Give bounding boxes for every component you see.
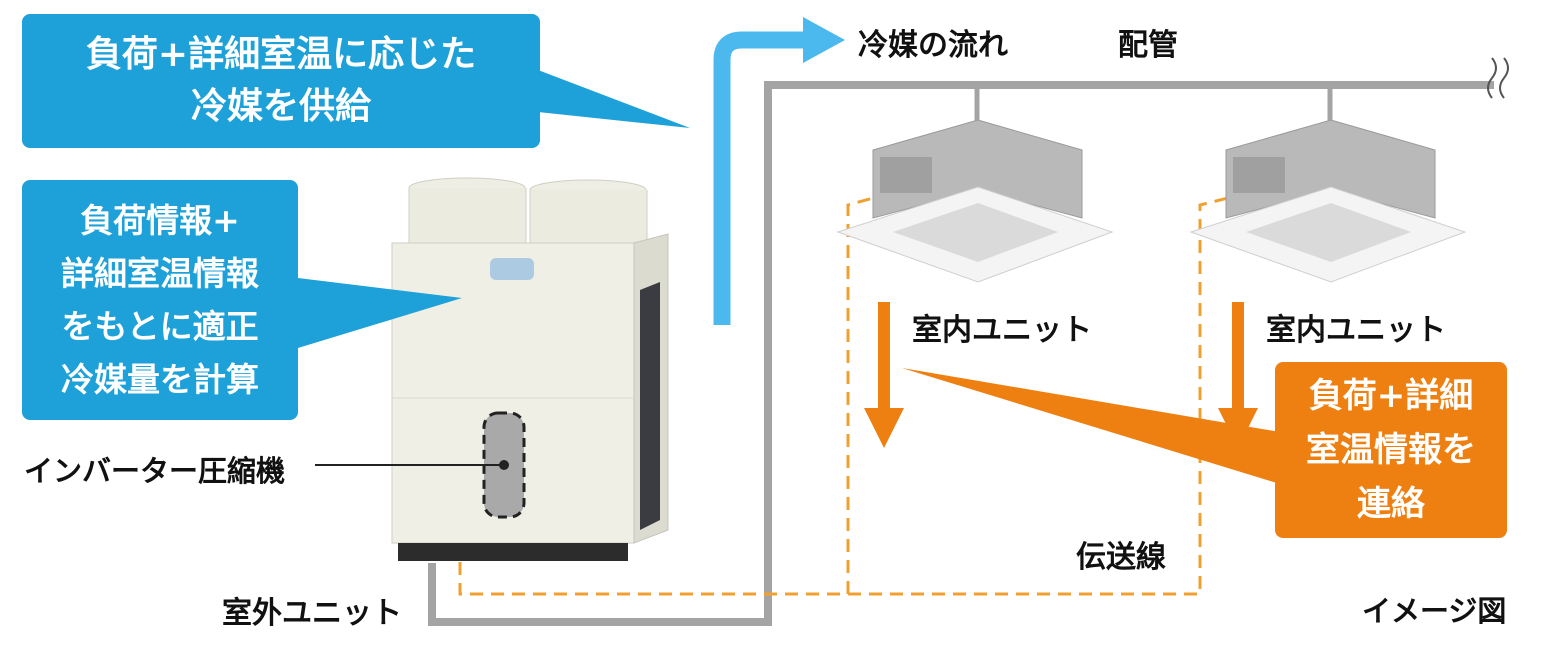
report-callout: 負荷+詳細 室温情報を 連絡 bbox=[1275, 362, 1507, 538]
indoor-unit-2-illustration bbox=[1189, 119, 1467, 283]
report-callout-line-1: 負荷+詳細 bbox=[1308, 376, 1474, 416]
calc-callout-line-2: 詳細室温情報 bbox=[61, 254, 259, 293]
refrigerant-pipe bbox=[428, 81, 1494, 626]
image-note-label: イメージ図 bbox=[1362, 594, 1507, 628]
transmission-line-label: 伝送線 bbox=[1076, 540, 1166, 575]
report-callout-tail bbox=[902, 368, 1280, 484]
supply-callout: 負荷+詳細室温に応じた 冷媒を供給 bbox=[22, 14, 540, 148]
calc-callout-tail bbox=[298, 278, 462, 348]
pipe-break-mark bbox=[1487, 57, 1509, 99]
calc-callout-line-4: 冷媒量を計算 bbox=[61, 360, 259, 399]
supply-callout-line-1: 負荷+詳細室温に応じた bbox=[85, 34, 477, 75]
supply-callout-tail bbox=[538, 70, 690, 128]
compressor-label: インバーター圧縮機 bbox=[24, 454, 286, 488]
piping-label: 配管 bbox=[1118, 28, 1178, 63]
calc-callout: 負荷情報+ 詳細室温情報 をもとに適正 冷媒量を計算 bbox=[22, 180, 298, 420]
indoor-unit-2-label: 室内ユニット bbox=[1266, 313, 1446, 348]
transmission-branch bbox=[846, 194, 881, 594]
refrigerant-flow-arrow bbox=[713, 17, 845, 325]
outdoor-unit-label: 室外ユニット bbox=[222, 596, 402, 631]
outdoor-unit-illustration bbox=[391, 177, 669, 561]
indoor-unit-1-label: 室内ユニット bbox=[912, 313, 1092, 348]
supply-callout-line-2: 冷媒を供給 bbox=[190, 86, 371, 127]
report-callout-line-3: 連絡 bbox=[1357, 484, 1425, 524]
calc-callout-line-1: 負荷情報+ bbox=[80, 201, 240, 240]
indoor-flow-arrow-1 bbox=[864, 302, 904, 448]
indoor-unit-1-illustration bbox=[836, 119, 1114, 283]
transmission-line bbox=[458, 196, 1229, 596]
calc-callout-line-3: をもとに適正 bbox=[61, 307, 259, 346]
refrigerant-flow-label: 冷媒の流れ bbox=[858, 28, 1008, 63]
report-callout-line-2: 室温情報を bbox=[1306, 430, 1476, 470]
